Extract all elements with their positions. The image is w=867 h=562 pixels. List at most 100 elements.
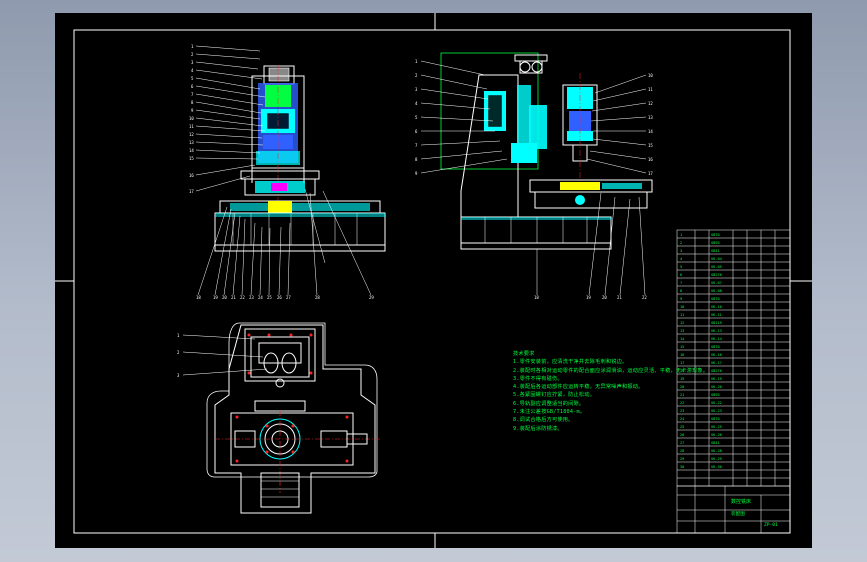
svg-text:XK-25: XK-25 xyxy=(711,425,722,429)
svg-text:26: 26 xyxy=(277,295,282,300)
top-view: 123 xyxy=(177,322,380,514)
svg-text:GB93: GB93 xyxy=(711,393,720,397)
svg-text:XK-26: XK-26 xyxy=(711,433,722,437)
svg-text:3: 3 xyxy=(191,60,194,65)
svg-text:21: 21 xyxy=(617,295,622,300)
svg-text:XK-04: XK-04 xyxy=(711,257,722,261)
title-block-code: ZP-01 xyxy=(764,523,778,528)
svg-text:XK-23: XK-23 xyxy=(711,409,722,413)
svg-text:26: 26 xyxy=(680,433,684,437)
svg-text:5: 5 xyxy=(191,76,194,81)
svg-text:17: 17 xyxy=(648,171,653,176)
svg-text:1: 1 xyxy=(191,44,194,49)
svg-text:23: 23 xyxy=(680,409,684,413)
svg-text:23: 23 xyxy=(249,295,254,300)
svg-text:2: 2 xyxy=(191,52,194,57)
svg-text:XK-28: XK-28 xyxy=(711,449,722,453)
svg-text:GB41: GB41 xyxy=(711,249,720,253)
svg-text:22: 22 xyxy=(642,295,647,300)
svg-text:28: 28 xyxy=(680,449,684,453)
tech-req-line-3: 3.零件不得有碰伤。 xyxy=(513,375,563,382)
svg-text:8: 8 xyxy=(415,157,418,162)
drawing-frame xyxy=(55,13,812,548)
svg-text:GB276: GB276 xyxy=(711,273,722,277)
svg-text:GB93: GB93 xyxy=(711,241,720,245)
svg-text:5: 5 xyxy=(415,115,418,120)
svg-text:14: 14 xyxy=(680,337,684,341)
svg-text:30: 30 xyxy=(680,465,684,469)
svg-text:GB41: GB41 xyxy=(711,441,720,445)
svg-text:12: 12 xyxy=(189,132,194,137)
svg-text:GB70: GB70 xyxy=(711,417,720,421)
svg-text:28: 28 xyxy=(315,295,320,300)
svg-text:10: 10 xyxy=(680,305,684,309)
svg-text:3: 3 xyxy=(415,87,418,92)
svg-text:15: 15 xyxy=(648,143,653,148)
svg-text:15: 15 xyxy=(680,345,684,349)
tech-req-line-7: 7.未注公差按GB/T1804-m。 xyxy=(513,409,586,416)
svg-text:XK-10: XK-10 xyxy=(711,305,722,309)
svg-text:XK-14: XK-14 xyxy=(711,337,722,341)
svg-text:XK-13: XK-13 xyxy=(711,329,722,333)
svg-text:19: 19 xyxy=(586,295,591,300)
svg-text:17: 17 xyxy=(189,189,194,194)
svg-text:11: 11 xyxy=(680,313,684,317)
svg-text:19: 19 xyxy=(213,295,218,300)
svg-text:9: 9 xyxy=(680,297,682,301)
svg-text:20: 20 xyxy=(680,385,684,389)
tech-req-line-5: 5.各紧固螺钉应拧紧，防止松动。 xyxy=(513,392,596,399)
svg-text:XK-29: XK-29 xyxy=(711,457,722,461)
svg-text:16: 16 xyxy=(189,173,194,178)
svg-text:4: 4 xyxy=(415,101,418,106)
svg-text:GB119: GB119 xyxy=(711,321,722,325)
svg-text:XK-11: XK-11 xyxy=(711,313,722,317)
svg-text:8: 8 xyxy=(680,289,682,293)
svg-text:XK-19: XK-19 xyxy=(711,377,722,381)
svg-text:6: 6 xyxy=(680,273,682,277)
svg-text:14: 14 xyxy=(189,148,194,153)
svg-text:3: 3 xyxy=(177,373,180,378)
svg-text:7: 7 xyxy=(191,92,194,97)
svg-text:10: 10 xyxy=(648,73,653,78)
svg-text:4: 4 xyxy=(680,257,682,261)
svg-text:15: 15 xyxy=(189,156,194,161)
tech-req-title: 技术要求 xyxy=(513,351,535,357)
svg-text:18: 18 xyxy=(680,369,684,373)
svg-text:13: 13 xyxy=(680,329,684,333)
svg-text:14: 14 xyxy=(648,129,653,134)
svg-text:25: 25 xyxy=(680,425,684,429)
title-block-subtitle: 装配图 xyxy=(731,512,745,517)
svg-text:9: 9 xyxy=(415,171,418,176)
tech-req-line-1: 1.零件安装前，应清洗干净并去除毛刺和锐边。 xyxy=(513,359,628,366)
svg-text:6: 6 xyxy=(415,129,418,134)
technical-requirements: 技术要求 1.零件安装前，应清洗干净并去除毛刺和锐边。 2.装配时各相对运动零件… xyxy=(513,350,708,433)
svg-text:2: 2 xyxy=(415,73,418,78)
svg-text:XK-30: XK-30 xyxy=(711,465,722,469)
svg-text:27: 27 xyxy=(286,295,291,300)
svg-text:18: 18 xyxy=(534,295,539,300)
svg-text:21: 21 xyxy=(231,295,236,300)
parts-list xyxy=(676,229,791,487)
svg-text:6: 6 xyxy=(191,84,194,89)
svg-text:XK-16: XK-16 xyxy=(711,353,722,357)
svg-text:27: 27 xyxy=(680,441,684,445)
svg-text:7: 7 xyxy=(415,143,418,148)
svg-text:GB276: GB276 xyxy=(711,369,722,373)
svg-text:24: 24 xyxy=(680,417,684,421)
svg-text:XK-05: XK-05 xyxy=(711,265,722,269)
tech-req-line-9: 9.装配后涂防锈漆。 xyxy=(513,425,563,432)
svg-text:7: 7 xyxy=(680,281,682,285)
svg-text:XK-08: XK-08 xyxy=(711,289,722,293)
svg-text:22: 22 xyxy=(240,295,245,300)
svg-text:20: 20 xyxy=(222,295,227,300)
svg-text:12: 12 xyxy=(680,321,684,325)
title-block xyxy=(676,485,791,534)
svg-text:3: 3 xyxy=(680,249,682,253)
svg-text:18: 18 xyxy=(196,295,201,300)
svg-text:1: 1 xyxy=(415,59,418,64)
